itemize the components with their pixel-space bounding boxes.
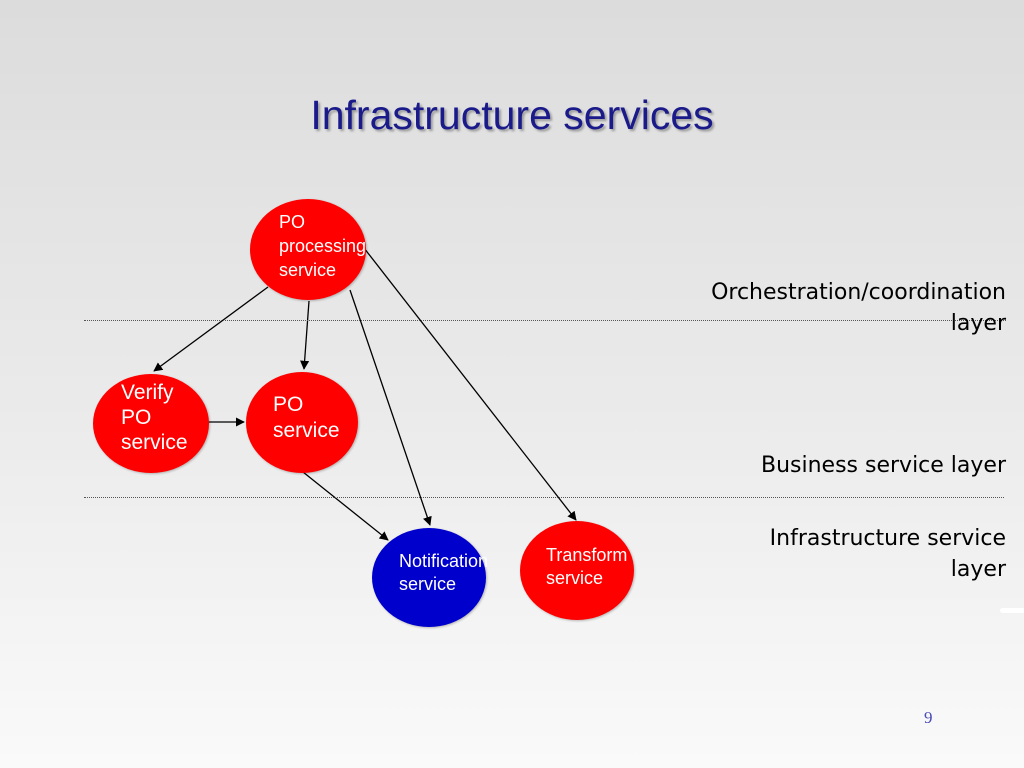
arrow-po-processing-to-verify-po bbox=[153, 286, 269, 372]
decorative-corner-mark bbox=[1000, 608, 1024, 613]
node-label-po-processing: PO processing service bbox=[279, 212, 367, 280]
arrow-po-service-to-notification bbox=[302, 471, 389, 541]
node-label-po-service: PO service bbox=[273, 393, 340, 442]
node-transform-service bbox=[520, 521, 634, 620]
arrow-po-processing-to-notification bbox=[349, 289, 432, 526]
node-po-service bbox=[246, 372, 358, 473]
layer-divider-top bbox=[84, 320, 1006, 321]
layer-label-business: Business service layer bbox=[761, 453, 1006, 478]
arrow-po-processing-to-transform bbox=[363, 247, 577, 521]
page-number: 9 bbox=[924, 708, 933, 727]
slide-title: Infrastructure services bbox=[310, 92, 714, 138]
node-label-verify-po: Verify PO service bbox=[121, 381, 188, 454]
node-label-transform: Transform service bbox=[546, 545, 628, 588]
arrow-po-processing-to-po-service bbox=[300, 300, 310, 370]
node-notification-service bbox=[372, 528, 486, 627]
node-po-processing-service bbox=[250, 199, 366, 300]
node-verify-po-service bbox=[93, 374, 209, 473]
layer-label-infrastructure: Infrastructure service layer bbox=[769, 526, 1006, 582]
layer-divider-bottom bbox=[84, 497, 1004, 498]
layer-label-orchestration: Orchestration/coordination layer bbox=[711, 280, 1006, 336]
node-label-notification: Notification service bbox=[399, 551, 489, 594]
